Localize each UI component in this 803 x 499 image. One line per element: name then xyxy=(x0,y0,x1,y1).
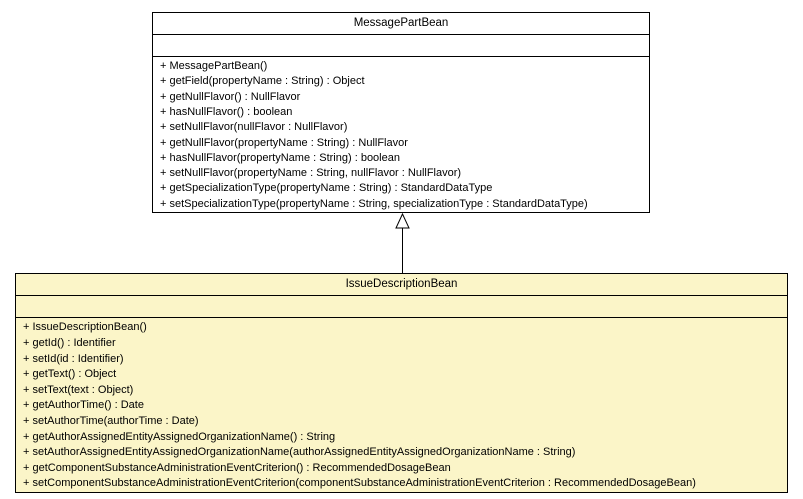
class-box-issuedescriptionbean[interactable]: IssueDescriptionBean + IssueDescriptionB… xyxy=(15,273,788,493)
method-item: + setNullFlavor(nullFlavor : NullFlavor) xyxy=(160,121,348,134)
methods-compartment-messagepartbean: + MessagePartBean() + getField(propertyNa… xyxy=(153,57,649,212)
method-item: + getText() : Object xyxy=(23,368,117,381)
class-title-issuedescriptionbean: IssueDescriptionBean xyxy=(16,274,787,296)
attributes-compartment-messagepartbean xyxy=(153,35,649,58)
method-item: + setSpecializationType(propertyName : S… xyxy=(160,197,588,210)
method-item: + setAuthorTime(authorTime : Date) xyxy=(23,415,199,428)
method-item: + getComponentSubstanceAdministrationEve… xyxy=(23,461,451,474)
method-item: + MessagePartBean() xyxy=(160,60,268,73)
method-item: + setNullFlavor(propertyName : String, n… xyxy=(160,167,462,180)
generalization-arrow xyxy=(395,213,410,274)
method-item: + IssueDescriptionBean() xyxy=(23,321,147,334)
method-item: + setId(id : Identifier) xyxy=(23,352,124,365)
methods-compartment-issuedescriptionbean: + IssueDescriptionBean() + getId() : Iden… xyxy=(16,318,787,492)
method-item: + hasNullFlavor(propertyName : String) :… xyxy=(160,151,400,164)
method-item: + getAuthorAssignedEntityAssignedOrganiz… xyxy=(23,430,336,443)
method-item: + setComponentSubstanceAdministrationEve… xyxy=(23,477,696,490)
method-item: + getSpecializationType(propertyName : S… xyxy=(160,182,493,195)
method-item: + getField(propertyName : String) : Obje… xyxy=(160,75,365,88)
class-title-messagepartbean: MessagePartBean xyxy=(153,13,649,35)
generalization-arrowhead-icon xyxy=(395,213,410,229)
method-item: + hasNullFlavor() : boolean xyxy=(160,105,293,118)
method-item: + getNullFlavor() : NullFlavor xyxy=(160,90,301,103)
method-item: + getAuthorTime() : Date xyxy=(23,399,144,412)
method-item: + setAuthorAssignedEntityAssignedOrganiz… xyxy=(23,446,576,459)
class-box-messagepartbean[interactable]: MessagePartBean + MessagePartBean() + get… xyxy=(152,12,650,213)
method-item: + getNullFlavor(propertyName : String) :… xyxy=(160,136,408,149)
method-item: + getId() : Identifier xyxy=(23,337,116,350)
attributes-compartment-issuedescriptionbean xyxy=(16,296,787,319)
method-item: + setText(text : Object) xyxy=(23,383,134,396)
